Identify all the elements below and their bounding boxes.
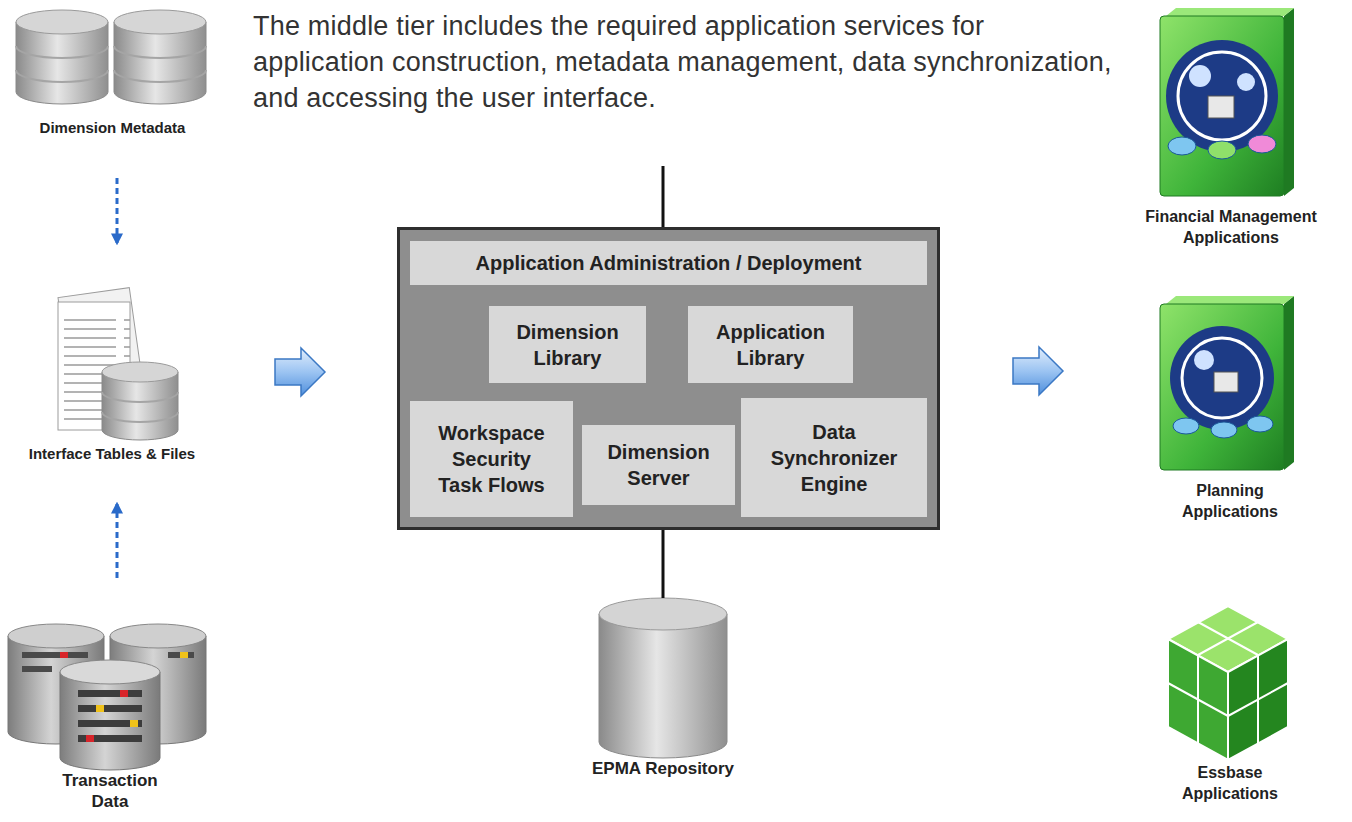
- database-icon: [16, 10, 206, 104]
- transaction-database-icon: [96, 705, 104, 712]
- application-book-icon: [1247, 416, 1273, 432]
- icon-node: Financial Management Applications: [1113, 3, 1349, 248]
- application-book-icon: [1237, 73, 1255, 91]
- application-book-icon: [1160, 296, 1294, 470]
- cube-icon: [1168, 622, 1288, 743]
- heading-text: The middle tier includes the required ap…: [253, 8, 1115, 116]
- dashed-arrow: [116, 504, 119, 578]
- transaction-database-icon: [130, 720, 138, 727]
- transaction-database-icon: [120, 690, 128, 697]
- transaction-database-icon: [168, 652, 194, 658]
- icon-node: Essbase Applications: [1130, 600, 1330, 804]
- application-book-icon: [1189, 65, 1211, 87]
- application-book-icon: [1168, 137, 1196, 155]
- database-icon: [16, 10, 108, 34]
- application-book-icon: [1208, 96, 1234, 118]
- service-label: Data Synchronizer Engine: [754, 419, 914, 497]
- transaction-database-icon: [78, 705, 142, 712]
- tier-box: Application Administration / DeploymentD…: [397, 227, 940, 530]
- connector-line: [662, 530, 665, 598]
- service-box: Workspace Security Task Flows: [410, 401, 573, 517]
- icon-node: Transaction Data: [5, 618, 215, 812]
- block-arrow: [275, 348, 325, 396]
- application-book-icon: [1208, 141, 1236, 159]
- icon-label: EPMA Repository: [565, 758, 761, 779]
- service-box: Data Synchronizer Engine: [741, 398, 927, 517]
- application-book-icon: [1173, 418, 1199, 434]
- database-icon: [114, 46, 206, 82]
- transaction-database-icon: [86, 735, 94, 742]
- database-icon: [114, 10, 206, 34]
- document-icon: [102, 362, 178, 382]
- repository-icon: [599, 598, 727, 758]
- transaction-database-icon: [60, 652, 68, 658]
- service-box: Dimension Library: [489, 306, 646, 383]
- application-book-icon: [1214, 372, 1238, 392]
- block-arrow: [1013, 347, 1063, 395]
- transaction-database-icon: [78, 735, 142, 742]
- leader-line: [663, 166, 664, 227]
- application-book-icon: [1160, 8, 1294, 196]
- application-book-icon: [1166, 8, 1294, 16]
- icon-label: Essbase Applications: [1170, 762, 1290, 804]
- icon-label: Dimension Metadata: [8, 117, 218, 138]
- application-book-icon: [1194, 350, 1214, 370]
- icon-node: EPMA Repository: [563, 598, 763, 779]
- service-label: Application Administration / Deployment: [476, 250, 862, 276]
- transaction-database-icon: [22, 666, 52, 672]
- transaction-database-icon: [8, 624, 206, 770]
- repository-icon: [599, 614, 727, 758]
- icon-label: Planning Applications: [1170, 480, 1290, 522]
- transaction-database-icon: [8, 624, 104, 648]
- application-book-icon: [1182, 338, 1262, 418]
- icon-label: Interface Tables & Files: [4, 443, 220, 464]
- transaction-database-icon: [60, 660, 160, 684]
- transaction-database-icon: [110, 624, 206, 648]
- application-book-icon: [1248, 135, 1276, 153]
- cube-icon: [1168, 606, 1288, 760]
- application-book-icon: [1166, 296, 1294, 304]
- service-label: Workspace Security Task Flows: [429, 420, 554, 498]
- service-label: Dimension Library: [503, 319, 633, 371]
- service-label: Dimension Server: [594, 439, 724, 491]
- service-label: Application Library: [701, 319, 841, 371]
- repository-icon: [599, 598, 727, 630]
- icon-node: Planning Applications: [1130, 292, 1330, 522]
- dashed-arrow: [116, 178, 119, 243]
- application-book-icon: [1160, 16, 1284, 196]
- application-book-icon: [1166, 40, 1278, 152]
- application-book-icon: [1160, 304, 1284, 470]
- application-book-icon: [1211, 422, 1237, 438]
- application-book-icon: [1284, 8, 1294, 196]
- transaction-database-icon: [60, 672, 160, 770]
- database-icon: [16, 46, 108, 82]
- icon-label: Transaction Data: [45, 770, 175, 812]
- service-box: Application Library: [688, 306, 853, 383]
- application-book-icon: [1170, 326, 1274, 430]
- icon-node: Dimension Metadata: [5, 5, 220, 138]
- transaction-database-icon: [78, 690, 142, 697]
- transaction-database-icon: [22, 652, 88, 658]
- icon-label: Financial Management Applications: [1115, 206, 1347, 248]
- service-box: Application Administration / Deployment: [410, 241, 927, 285]
- icon-node: Interface Tables & Files: [3, 283, 221, 464]
- application-book-icon: [1284, 296, 1294, 470]
- application-book-icon: [1178, 52, 1266, 140]
- document-icon: [58, 288, 178, 440]
- document-icon: [102, 392, 178, 422]
- transaction-database-icon: [180, 652, 188, 658]
- leader-line: [662, 166, 665, 227]
- service-box: Dimension Server: [582, 425, 735, 505]
- transaction-database-icon: [78, 720, 142, 727]
